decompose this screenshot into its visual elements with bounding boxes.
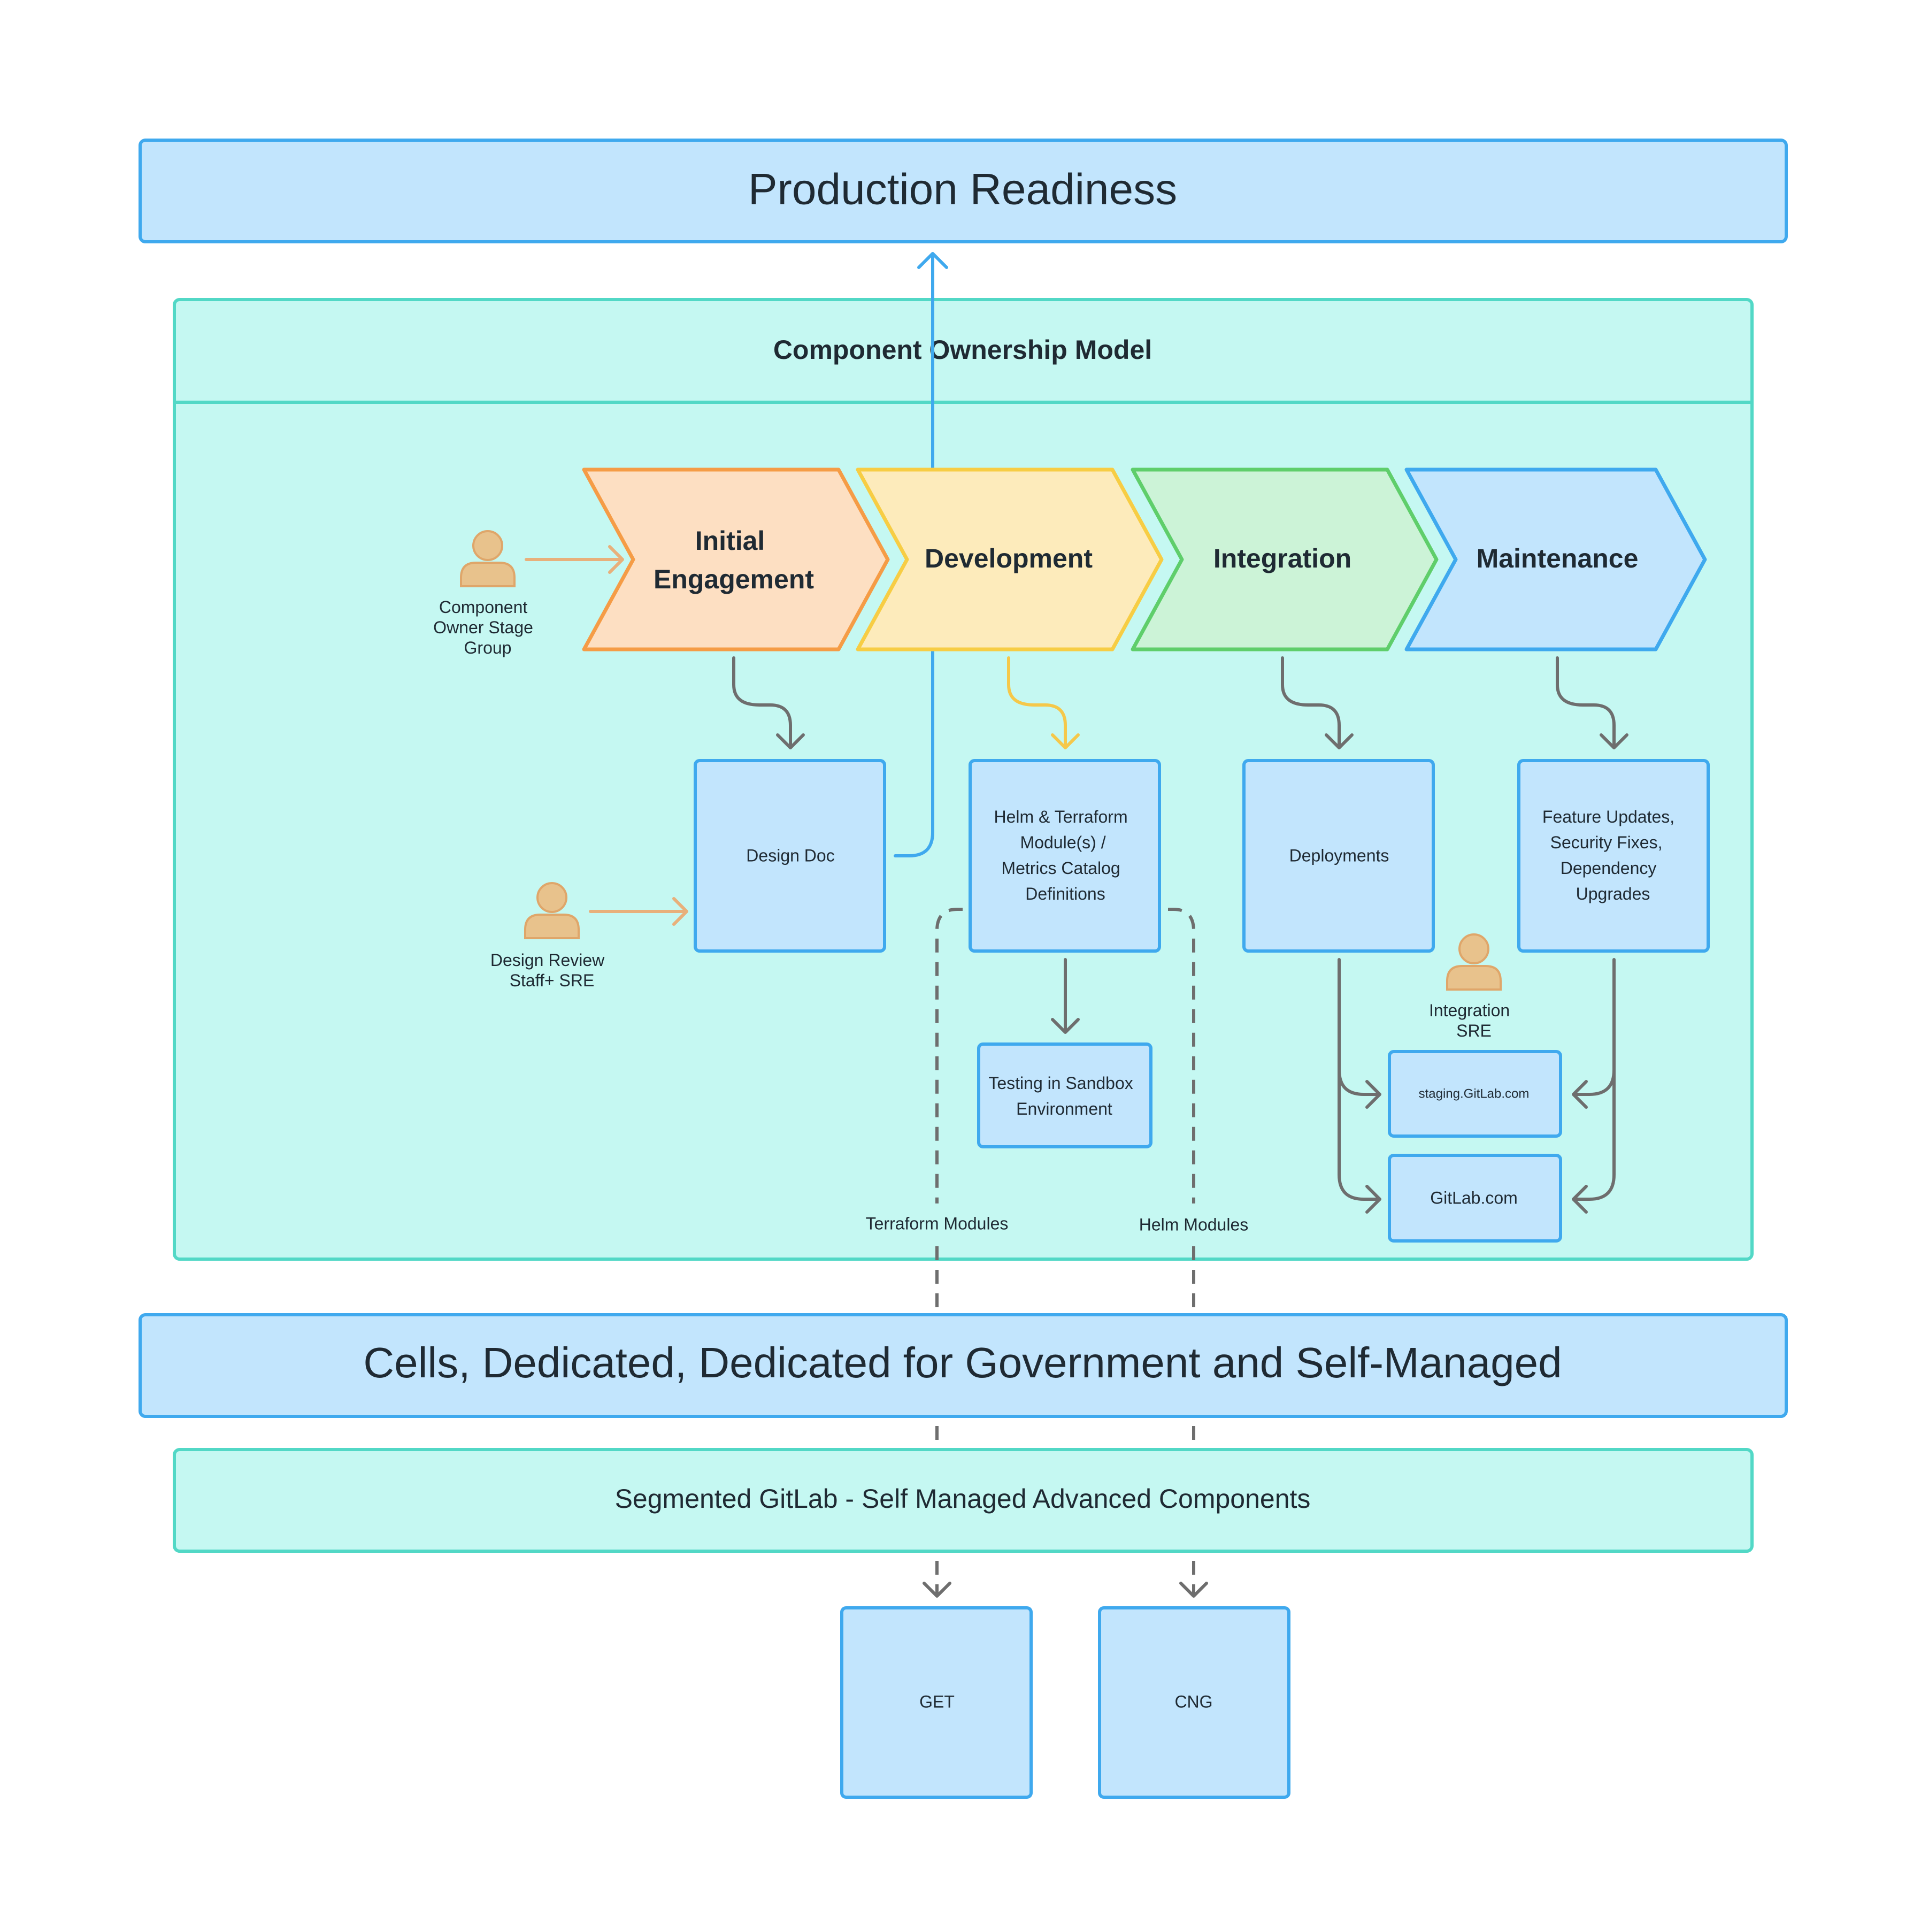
integration-sre-label: Integration SRE: [1429, 1001, 1515, 1040]
component-owner-person-icon: [472, 530, 503, 561]
segmented-banner-title: Segmented GitLab - Self Managed Advanced…: [615, 1484, 1311, 1514]
production-readiness-title: Production Readiness: [748, 165, 1177, 214]
sandbox-label: Testing in Sandbox Environment: [988, 1074, 1138, 1118]
deployments-box: [1242, 759, 1435, 953]
stage-integration-label: Integration: [1213, 543, 1351, 573]
feature-updates-box: [1517, 759, 1710, 953]
staging-label: staging.GitLab.com: [1419, 1086, 1530, 1101]
stage-initial-engagement: Initial Engagement: [582, 467, 890, 651]
stage-initial-line1: Initial: [695, 526, 765, 556]
design-doc-label: Design Doc: [746, 846, 834, 865]
stage-integration-shape: [1131, 467, 1439, 651]
cng-box: [1098, 1606, 1290, 1799]
segmented-banner: [173, 1448, 1754, 1553]
stage-maintenance: Maintenance: [1404, 467, 1707, 651]
initial-to-design-doc-arrow: [732, 656, 805, 749]
cng-label: CNG: [1174, 1692, 1212, 1711]
get-box: [840, 1606, 1033, 1799]
integration-sre-line2: SRE: [1456, 1021, 1492, 1040]
design-review-to-design-doc-arrow: [589, 897, 688, 926]
stage-maintenance-label: Maintenance: [1477, 543, 1639, 573]
design-doc-to-readiness-connector: [894, 255, 934, 857]
helm-modules-label: Helm Modules: [1139, 1215, 1249, 1234]
development-to-helm-arrow: [1007, 656, 1080, 749]
cells-banner: [139, 1313, 1788, 1418]
design-review-label: Design Review Staff+ SRE: [490, 950, 609, 990]
stage-initial-engagement-label: Initial Engagement: [654, 526, 814, 594]
helm-modules-dashed-line: [1168, 908, 1195, 1203]
sandbox-box: [977, 1042, 1152, 1148]
integration-sre-line1: Integration: [1429, 1001, 1510, 1020]
get-label: GET: [919, 1692, 955, 1711]
design-doc-box: [694, 759, 886, 953]
component-owner-line2: Owner Stage: [433, 618, 533, 637]
readiness-arrowhead: [917, 252, 948, 269]
design-review-line2: Staff+ SRE: [510, 971, 595, 990]
stage-initial-line2: Engagement: [654, 564, 814, 594]
ownership-title: Component Ownership Model: [773, 335, 1152, 365]
sandbox-line2: Environment: [1016, 1099, 1112, 1118]
integration-sre-person-icon: [1458, 933, 1489, 964]
deployments-to-gitlab-arrow: [1338, 1063, 1381, 1214]
design-review-line1: Design Review: [490, 950, 605, 970]
component-owner-line1: Component: [439, 597, 528, 617]
stage-development: Development: [856, 467, 1164, 651]
feature-line1: Feature Updates,: [1542, 807, 1674, 826]
gitlab-com-box: [1388, 1154, 1562, 1243]
get-arrowhead: [923, 1582, 951, 1598]
feature-to-gitlab-arrow: [1572, 1063, 1616, 1214]
component-owner-body-icon: [460, 562, 516, 587]
terraform-modules-label: Terraform Modules: [866, 1214, 1009, 1233]
component-owner-line3: Group: [464, 638, 512, 657]
helm-line1: Helm & Terraform: [994, 807, 1127, 826]
stage-initial-engagement-shape: [582, 467, 890, 651]
stage-development-label: Development: [925, 543, 1093, 573]
actor-integration-sre: Integration SRE: [1429, 933, 1515, 1040]
feature-updates-label: Feature Updates, Security Fixes, Depende…: [1542, 807, 1679, 903]
helm-to-sandbox-arrow: [1051, 958, 1080, 1034]
terraform-modules-dashed-line: [935, 908, 963, 1203]
integration-sre-body-icon: [1446, 965, 1502, 991]
owner-to-initial-arrow: [525, 545, 624, 574]
gitlab-com-label: GitLab.com: [1430, 1188, 1518, 1207]
helm-line2: Module(s) /: [1020, 833, 1106, 852]
component-owner-label: Component Owner Stage Group: [433, 597, 538, 657]
feature-line2: Security Fixes,: [1550, 833, 1663, 852]
helm-line4: Definitions: [1025, 884, 1105, 903]
cells-banner-title: Cells, Dedicated, Dedicated for Governme…: [363, 1339, 1562, 1386]
design-review-body-icon: [524, 914, 580, 939]
actor-design-review: Design Review Staff+ SRE: [490, 882, 609, 990]
cng-arrowhead: [1179, 1582, 1208, 1598]
deployments-label: Deployments: [1289, 846, 1389, 865]
feature-line3: Dependency: [1561, 858, 1657, 878]
stage-maintenance-shape: [1404, 467, 1707, 651]
stage-integration: Integration: [1131, 467, 1439, 651]
integration-to-deployments-arrow: [1281, 656, 1354, 749]
helm-terraform-label: Helm & Terraform Module(s) / Metrics Cat…: [994, 807, 1132, 903]
helm-line3: Metrics Catalog: [1001, 858, 1120, 878]
feature-line4: Upgrades: [1576, 884, 1650, 903]
production-readiness-banner: [139, 139, 1788, 243]
sandbox-line1: Testing in Sandbox: [988, 1074, 1133, 1093]
staging-box: [1388, 1050, 1562, 1138]
actor-component-owner: Component Owner Stage Group: [433, 530, 538, 657]
design-review-person-icon: [536, 882, 567, 913]
maintenance-to-feature-arrow: [1556, 656, 1628, 749]
stage-development-shape: [856, 467, 1164, 651]
helm-terraform-box: [969, 759, 1161, 953]
